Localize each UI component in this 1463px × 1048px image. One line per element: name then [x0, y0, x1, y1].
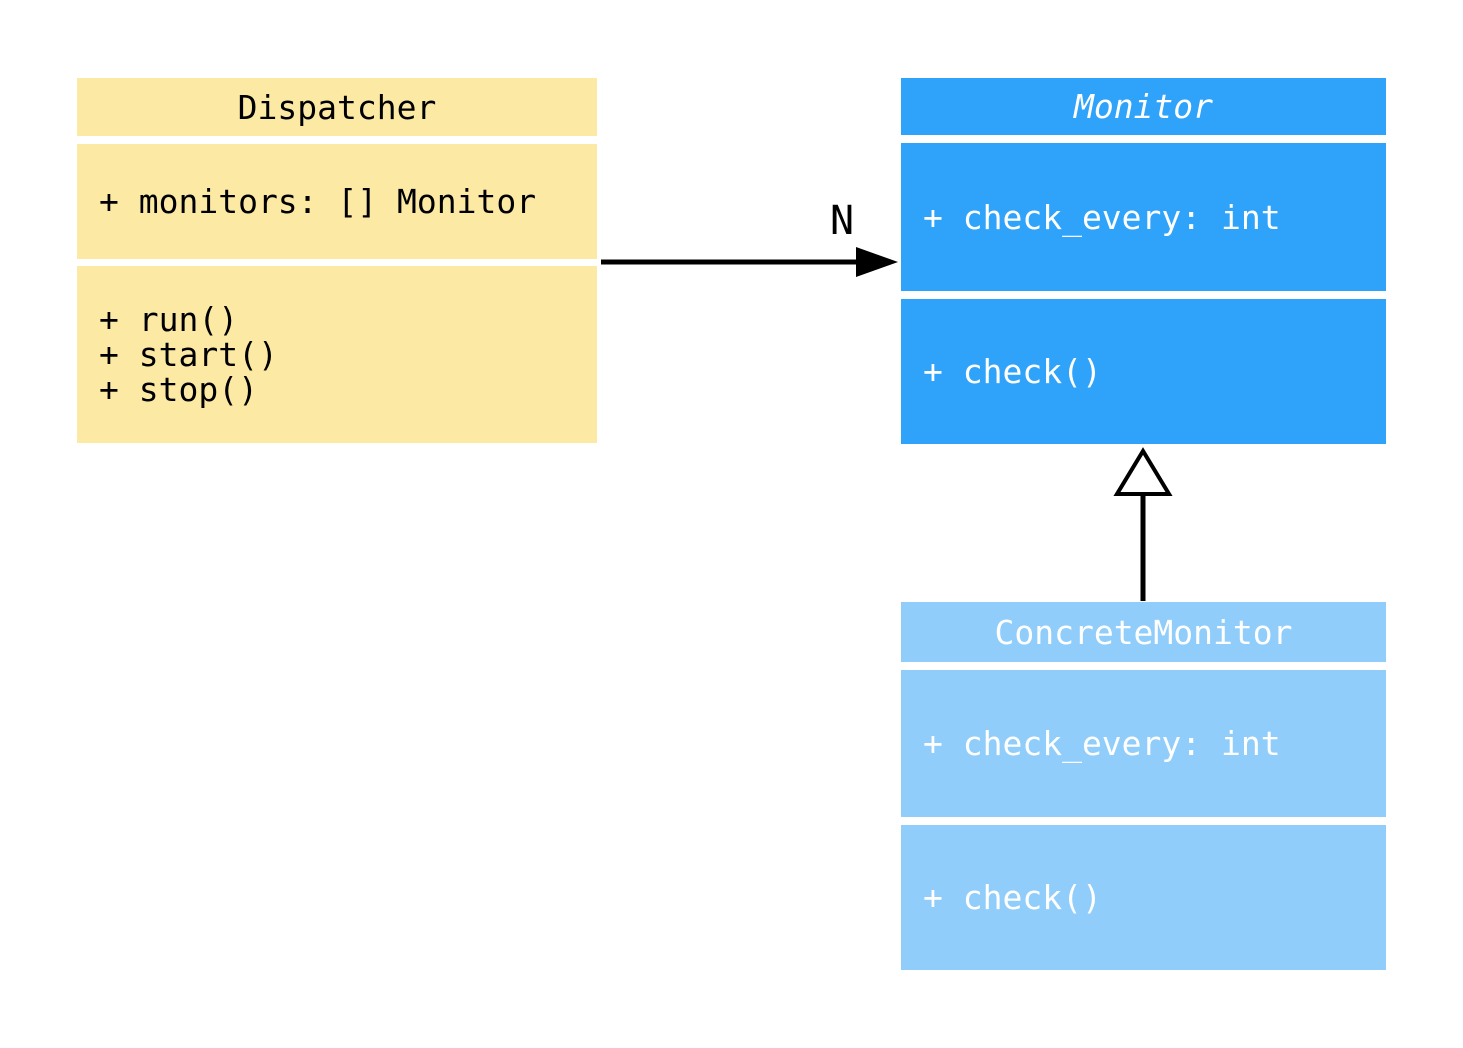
class-box-monitor: Monitor + check_every: int + check() [901, 78, 1386, 444]
class-methods-monitor: + check() [901, 299, 1386, 444]
method-line: + run() [99, 300, 239, 339]
attribute-line: + check_every: int [923, 724, 1281, 763]
class-attributes-monitor: + check_every: int [901, 143, 1386, 291]
class-methods-dispatcher: + run() + start() + stop() [77, 266, 597, 443]
class-methods-concretemonitor: + check() [901, 825, 1386, 970]
inheritance-triangle-icon [1113, 447, 1173, 496]
class-title-dispatcher: Dispatcher [77, 78, 597, 136]
attribute-line: + monitors: [] Monitor [99, 182, 537, 221]
method-line: + check() [923, 878, 1102, 917]
class-box-concretemonitor: ConcreteMonitor + check_every: int + che… [901, 602, 1386, 970]
attribute-line: + check_every: int [923, 197, 1281, 237]
inheritance-arrow-concretemonitor-to-monitor [1113, 447, 1173, 601]
method-line: + stop() [99, 370, 258, 409]
class-box-dispatcher: Dispatcher + monitors: [] Monitor + run(… [77, 78, 597, 443]
class-attributes-concretemonitor: + check_every: int [901, 670, 1386, 817]
association-arrow-dispatcher-to-monitor [601, 247, 898, 277]
class-attributes-dispatcher: + monitors: [] Monitor [77, 144, 597, 259]
method-line: + check() [923, 352, 1102, 391]
method-line: + start() [99, 335, 278, 374]
class-title-concretemonitor: ConcreteMonitor [901, 602, 1386, 662]
association-arrowhead-icon [856, 247, 898, 277]
class-title-monitor: Monitor [901, 78, 1386, 135]
association-multiplicity-label: N [830, 198, 855, 244]
